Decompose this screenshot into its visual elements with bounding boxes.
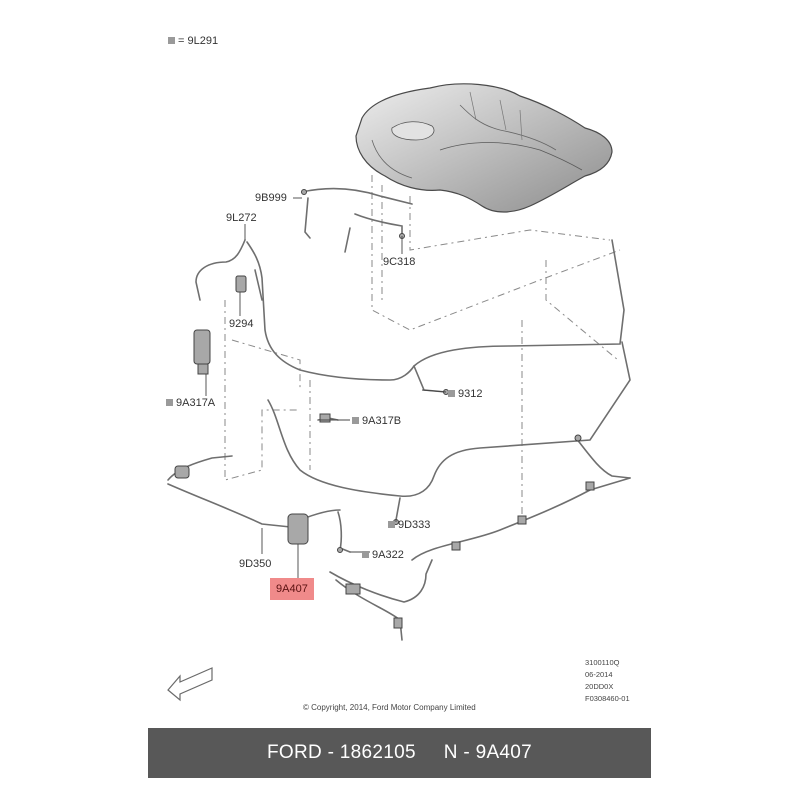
label-9b999: 9B999 xyxy=(255,192,287,204)
label-9a317a: 9A317A xyxy=(166,397,215,409)
label-9l291: = 9L291 xyxy=(168,35,218,47)
label-9c318: 9C318 xyxy=(383,256,416,268)
copyright-text: © Copyright, 2014, Ford Motor Company Li… xyxy=(303,703,476,712)
direction-arrow-icon xyxy=(167,667,213,702)
diagram-code-4: F0308460-01 xyxy=(585,694,630,703)
components xyxy=(174,189,595,629)
label-9d333: 9D333 xyxy=(388,519,430,531)
dashed-guides xyxy=(224,175,621,520)
label-9a317b: 9A317B xyxy=(352,415,401,427)
label-9a407-highlighted: 9A407 xyxy=(270,578,314,600)
label-9294: 9294 xyxy=(229,318,254,330)
footer-brand: FORD xyxy=(266,742,322,763)
diagram-code-2: 06-2014 xyxy=(585,670,613,679)
footer-part-number: 1862105 xyxy=(339,742,416,763)
label-9l272: 9L272 xyxy=(226,212,257,224)
diagram-code-3: 20DD0X xyxy=(585,682,614,691)
label-9a322: 9A322 xyxy=(362,549,404,561)
part-footer-bar: FORD - 1862105 N - 9A407 xyxy=(148,728,651,778)
label-9d350: 9D350 xyxy=(239,558,272,570)
footer-part-code: 9A407 xyxy=(475,742,533,763)
fuel-tank xyxy=(355,83,613,213)
label-9312: 9312 xyxy=(448,388,482,400)
footer-prefix: N xyxy=(443,742,458,763)
diagram-code-1: 3100110Q xyxy=(585,658,620,667)
